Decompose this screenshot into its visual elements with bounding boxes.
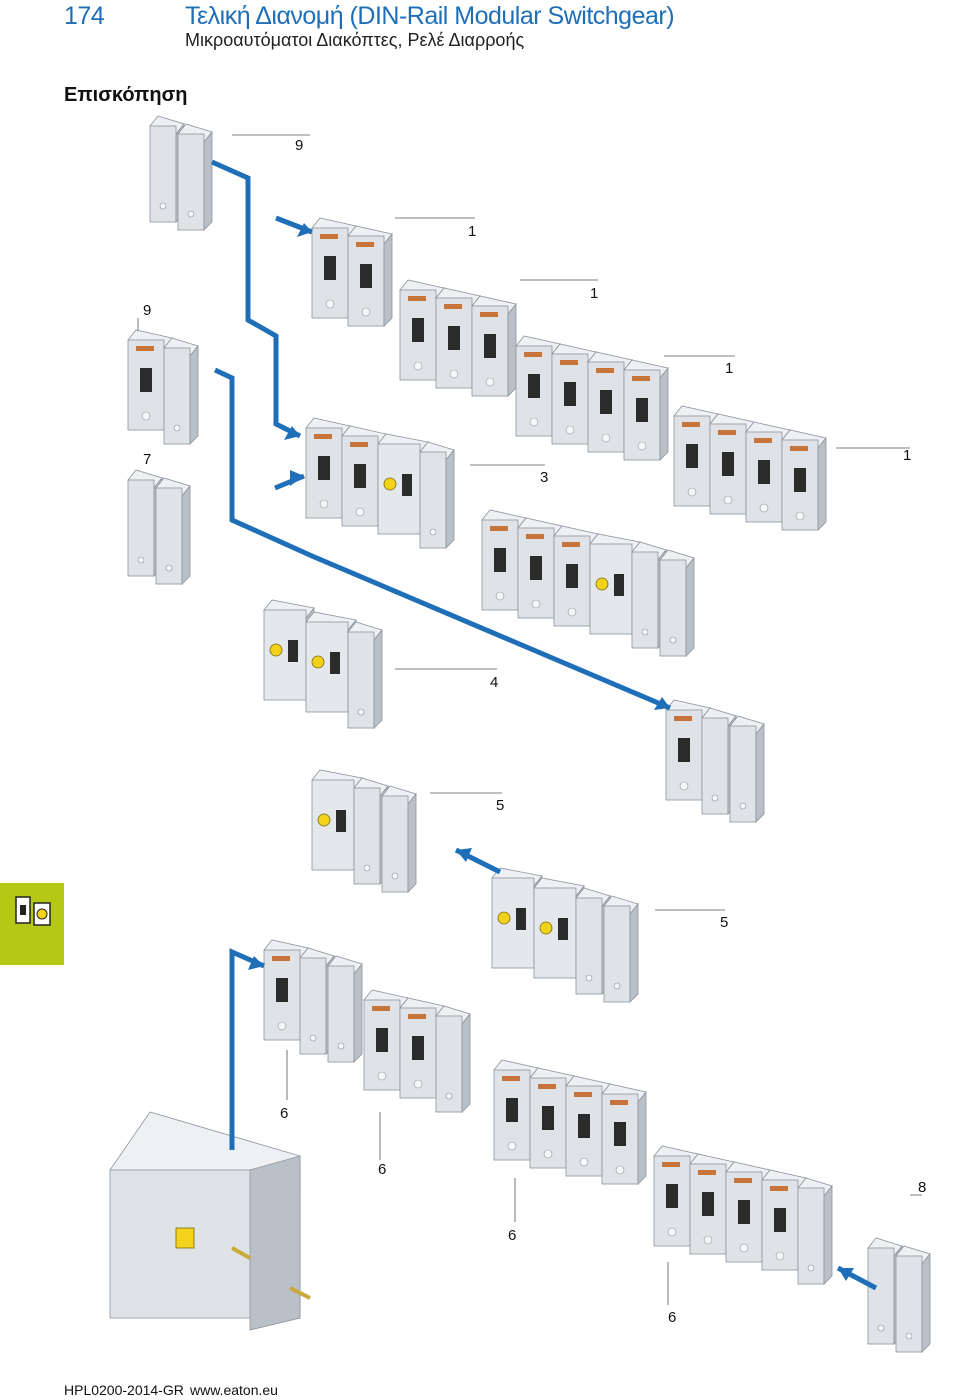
website-link[interactable]: www.eaton.eu bbox=[190, 1382, 278, 1398]
callout-6-c: 6 bbox=[508, 1227, 516, 1244]
mcb-green bbox=[665, 699, 765, 823]
page-number: 174 bbox=[64, 2, 105, 30]
mcb-1-pole bbox=[311, 217, 393, 327]
callout-1-c: 1 bbox=[725, 360, 733, 377]
end-stop bbox=[867, 1237, 931, 1353]
callout-4: 4 bbox=[490, 674, 498, 691]
callout-3: 3 bbox=[540, 469, 548, 486]
shunt-trip bbox=[127, 469, 191, 585]
auxiliary-contact-left bbox=[127, 329, 199, 445]
breaker-icon bbox=[15, 896, 51, 926]
rcd-4-pole bbox=[263, 599, 383, 729]
mcb-3-pole bbox=[515, 335, 669, 461]
mcb-4-pole-lower bbox=[653, 1145, 833, 1285]
callout-6-a: 6 bbox=[280, 1105, 288, 1122]
callout-1-b: 1 bbox=[590, 285, 598, 302]
auxiliary-contact-top bbox=[149, 115, 213, 231]
mcb-2-pole-lower bbox=[363, 989, 471, 1113]
chapter-tab[interactable] bbox=[0, 883, 64, 965]
rcd-4-pole-large bbox=[491, 867, 639, 1003]
mcb-3-pole-lower bbox=[493, 1059, 647, 1185]
callout-9-left: 9 bbox=[143, 302, 151, 319]
document-code: HPL0200-2014-GR bbox=[64, 1382, 184, 1398]
mcb-4-pole-red bbox=[673, 405, 827, 531]
callout-1-a: 1 bbox=[468, 223, 476, 240]
callout-6-d: 6 bbox=[668, 1309, 676, 1326]
page-title: Τελική Διανομή (DIN-Rail Modular Switchg… bbox=[185, 2, 675, 30]
rcbo-combination bbox=[305, 417, 455, 549]
callout-1-d: 1 bbox=[903, 447, 911, 464]
busbar-block bbox=[109, 1111, 311, 1331]
page-subtitle: Μικροαυτόματοι Διακόπτες, Ρελέ Διαρροής bbox=[185, 30, 525, 50]
callout-7: 7 bbox=[143, 451, 151, 468]
mcb-rcd-block bbox=[481, 509, 695, 657]
callout-5-a: 5 bbox=[496, 797, 504, 814]
callout-9-top: 9 bbox=[295, 137, 303, 154]
rcd-2-pole bbox=[311, 769, 417, 893]
section-heading: Επισκόπηση bbox=[64, 84, 188, 106]
mcb-2-pole bbox=[399, 279, 517, 397]
mcb-1-pole-lower bbox=[263, 939, 363, 1063]
callout-5-b: 5 bbox=[720, 914, 728, 931]
callout-6-b: 6 bbox=[378, 1161, 386, 1178]
callout-8: 8 bbox=[918, 1179, 926, 1196]
arrow-heads bbox=[248, 223, 854, 1281]
